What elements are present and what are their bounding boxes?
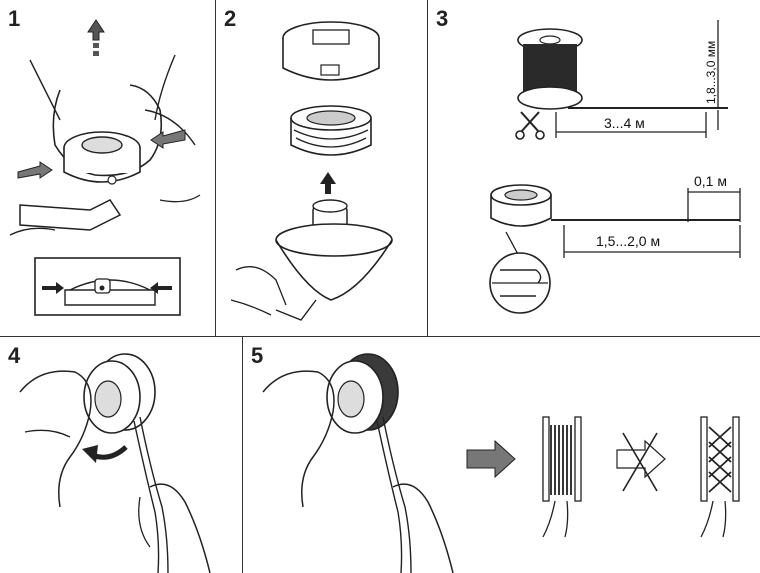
wind-length-label: 1,5...2,0 м <box>596 233 660 249</box>
line-diameter-label: 1,8...3,0 мм <box>704 41 718 104</box>
divider-bottom <box>242 336 243 573</box>
step-number: 5 <box>251 343 264 368</box>
step-2-illustration <box>230 21 393 321</box>
correct-winding <box>542 416 582 538</box>
result-arrow-icon <box>466 439 516 479</box>
step-2-panel: 2 <box>216 0 427 336</box>
step-3-illustration: 3...4 м 1,8...3,0 мм 0,1 м 1,5...2,0 м <box>489 20 741 314</box>
rotate-arrow-icon <box>82 445 128 463</box>
cap-part <box>282 21 380 81</box>
step-4-panel: 4 <box>0 337 242 573</box>
step-5-panel: 5 <box>243 337 760 573</box>
step-number: 2 <box>224 6 237 31</box>
head-spool <box>490 184 552 227</box>
step-5-illustration <box>262 353 740 573</box>
divider-top-1 <box>215 0 216 336</box>
end-length-label: 0,1 м <box>694 173 727 189</box>
step-number: 1 <box>8 6 21 31</box>
step-number: 4 <box>8 343 21 368</box>
base-part <box>230 199 393 321</box>
crossed-arrow-icon <box>616 432 666 492</box>
squeeze-arrow-icon <box>17 129 186 179</box>
line-spool <box>517 28 583 110</box>
arrow-up-icon <box>320 172 336 194</box>
incorrect-winding <box>700 416 740 538</box>
step-number: 3 <box>436 6 449 31</box>
step-1-panel: 1 <box>0 0 215 336</box>
divider-horizontal <box>0 336 760 337</box>
step-4-illustration <box>19 353 211 573</box>
step-3-panel: 3 3...4 м 1,8...3,0 мм <box>428 0 760 336</box>
divider-top-2 <box>427 0 428 336</box>
spool-length-label: 3...4 м <box>604 115 645 131</box>
arrow-up-icon <box>87 19 105 56</box>
step-1-illustration <box>9 19 201 316</box>
cut-scissors-icon <box>515 111 545 140</box>
spool-part <box>290 105 372 156</box>
